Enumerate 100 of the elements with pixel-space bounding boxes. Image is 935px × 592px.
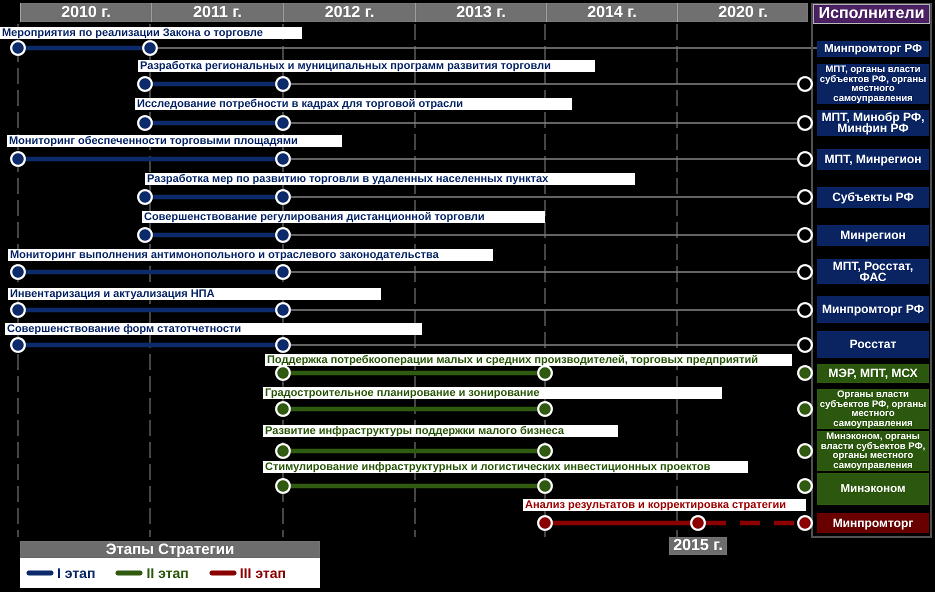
timeline-bar	[291, 448, 537, 454]
milestone-circle-icon	[137, 76, 153, 92]
task-label: Совершенствование регулирования дистанционной торговли	[142, 211, 545, 223]
executor-box: Росстат	[817, 331, 929, 358]
task-label: Стимулирование инфраструктурных и логистических инвестиционных проектов	[263, 461, 748, 473]
milestone-circle-icon	[797, 337, 813, 353]
timeline-bar	[153, 232, 275, 238]
milestone-circle-icon	[275, 365, 291, 381]
executor-box: Минэконом	[817, 473, 929, 505]
timeline-bar	[291, 484, 537, 488]
timeline-bar	[553, 520, 690, 526]
milestone-circle-icon	[537, 443, 553, 459]
executor-box: МПТ, Минобр РФ, Минфин РФ	[817, 110, 929, 136]
milestone-circle-icon	[10, 264, 26, 280]
task-label: Анализ результатов и корректировка стратегии	[523, 499, 806, 511]
date-label: 2015 г.	[669, 537, 727, 555]
timeline-bar	[26, 342, 275, 348]
panel-header: Исполнители	[813, 4, 930, 24]
year-header: 2020 г.	[677, 3, 808, 22]
task-label: Разработка региональных и муниципальных программ развития торговли	[138, 60, 595, 72]
legend-label: II этап	[146, 565, 189, 581]
executor-box: Минпромторг	[817, 513, 929, 533]
timeline-bar	[153, 82, 275, 86]
legend-title: Этапы Стратегии	[20, 541, 320, 558]
timeline-bar	[26, 156, 275, 162]
task-label: Разработка мер по развитию торговли в удаленных населенных пунктах	[145, 173, 635, 185]
executors-panel	[811, 3, 932, 538]
dashed-line	[706, 520, 797, 526]
executor-box: Минэконом, органы власти субъектов РФ, органы местного самоуправления	[817, 431, 929, 471]
year-header: 2010 г.	[20, 3, 151, 22]
milestone-circle-icon	[537, 401, 553, 417]
milestone-circle-icon	[797, 151, 813, 167]
guide-line	[291, 83, 797, 85]
legend-label: I этап	[57, 565, 96, 581]
executor-box: Минрегион	[817, 225, 929, 246]
milestone-circle-icon	[275, 189, 291, 205]
guide-line	[291, 309, 797, 311]
timeline-bar	[291, 370, 537, 376]
milestone-circle-icon	[537, 478, 553, 494]
milestone-circle-icon	[10, 302, 26, 318]
milestone-circle-icon	[275, 478, 291, 494]
timeline-bar	[26, 46, 142, 50]
executor-box: МПТ, Росстат, ФАС	[817, 259, 929, 284]
timeline-bar	[153, 120, 275, 126]
milestone-circle-icon	[275, 443, 291, 459]
milestone-circle-icon	[10, 337, 26, 353]
task-label: Совершенствование форм статотчетности	[5, 323, 422, 335]
milestone-circle-icon	[275, 76, 291, 92]
task-label: Поддержка потребкооперации малых и средних производителей, торговых предприятий	[265, 354, 792, 366]
guide-line	[291, 158, 797, 160]
milestone-circle-icon	[10, 151, 26, 167]
task-label: Мероприятия по реализации Закона о торговле	[0, 27, 302, 39]
legend-label: III этап	[240, 565, 286, 581]
milestone-circle-icon	[137, 115, 153, 131]
guide-line	[158, 47, 817, 49]
guide-line	[291, 196, 797, 198]
year-header: 2013 г.	[415, 3, 546, 22]
timeline-bar	[153, 194, 275, 200]
milestone-circle-icon	[797, 76, 813, 92]
milestone-circle-icon	[275, 401, 291, 417]
guide-line	[291, 122, 797, 124]
milestone-circle-icon	[142, 40, 158, 56]
task-label: Инвентаризация и актуализация НПА	[8, 288, 381, 300]
milestone-circle-icon	[797, 401, 813, 417]
task-label: Градостроительное планирование и зонирование	[263, 387, 722, 399]
guide-line	[291, 234, 797, 236]
milestone-circle-icon	[275, 227, 291, 243]
executor-box: Минпромторг РФ	[817, 41, 929, 57]
milestone-circle-icon	[797, 189, 813, 205]
milestone-circle-icon	[275, 337, 291, 353]
guide-line	[291, 344, 797, 346]
milestone-circle-icon	[537, 515, 553, 531]
year-header: 2012 г.	[283, 3, 415, 22]
milestone-circle-icon	[797, 443, 813, 459]
executor-box: МПТ, органы власти субъектов РФ, органы местного самоуправления	[817, 64, 929, 104]
milestone-circle-icon	[137, 227, 153, 243]
milestone-circle-icon	[797, 478, 813, 494]
milestone-circle-icon	[797, 264, 813, 280]
milestone-circle-icon	[797, 365, 813, 381]
task-label: Развитие инфраструктуры поддержки малого бизнеса	[263, 425, 618, 437]
timeline-bar	[26, 308, 275, 312]
executor-box: МЭР, МПТ, МСХ	[817, 364, 929, 383]
milestone-circle-icon	[275, 115, 291, 131]
milestone-circle-icon	[690, 515, 706, 531]
milestone-circle-icon	[797, 302, 813, 318]
milestone-circle-icon	[797, 515, 813, 531]
executor-box: Субъекты РФ	[817, 187, 929, 208]
timeline-bar	[291, 406, 537, 412]
task-label: Исследование потребности в кадрах для торговой отрасли	[135, 98, 572, 110]
milestone-circle-icon	[275, 302, 291, 318]
milestone-circle-icon	[797, 227, 813, 243]
executor-box: Минпромторг РФ	[817, 296, 929, 323]
milestone-circle-icon	[137, 189, 153, 205]
milestone-circle-icon	[797, 115, 813, 131]
executor-box: Органы власти субъектов РФ, органы местного самоуправления	[817, 389, 929, 429]
milestone-circle-icon	[275, 151, 291, 167]
milestone-circle-icon	[537, 365, 553, 381]
milestone-circle-icon	[10, 40, 26, 56]
guide-line	[291, 271, 797, 273]
year-header: 2011 г.	[151, 3, 283, 22]
